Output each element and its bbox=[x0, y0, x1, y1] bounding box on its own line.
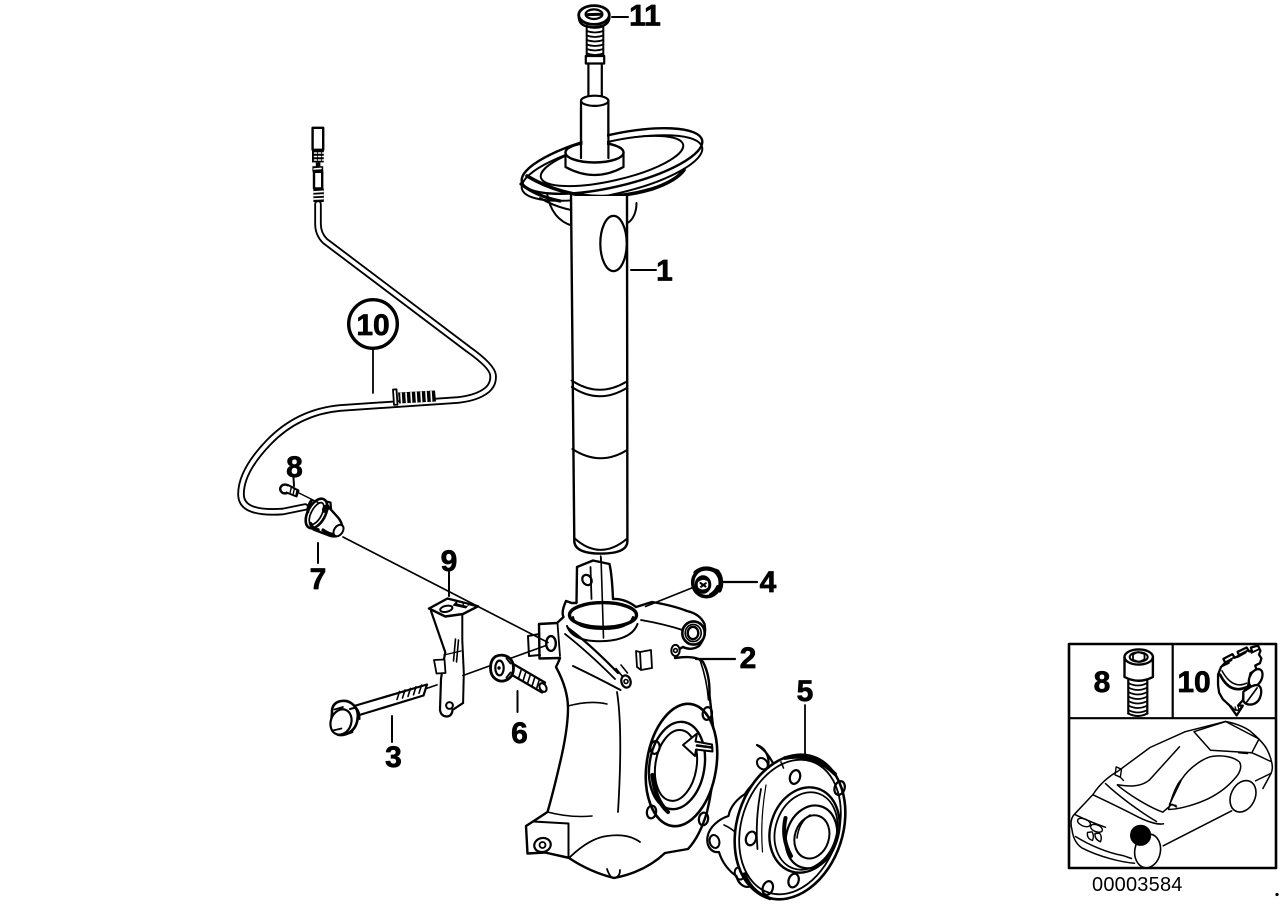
svg-text:5: 5 bbox=[797, 675, 814, 708]
svg-text:2: 2 bbox=[740, 642, 757, 675]
svg-text:9: 9 bbox=[441, 545, 458, 578]
svg-text:11: 11 bbox=[629, 0, 661, 33]
svg-text:6: 6 bbox=[511, 717, 528, 750]
svg-text:8: 8 bbox=[286, 451, 303, 484]
svg-text:10: 10 bbox=[1177, 666, 1210, 699]
svg-text:3: 3 bbox=[385, 741, 402, 774]
svg-text:7: 7 bbox=[310, 563, 327, 596]
svg-text:4: 4 bbox=[760, 566, 777, 599]
svg-text:00003584: 00003584 bbox=[1092, 874, 1183, 896]
svg-text:1: 1 bbox=[656, 255, 673, 288]
svg-text:10: 10 bbox=[356, 309, 389, 342]
svg-text:8: 8 bbox=[1094, 666, 1111, 699]
